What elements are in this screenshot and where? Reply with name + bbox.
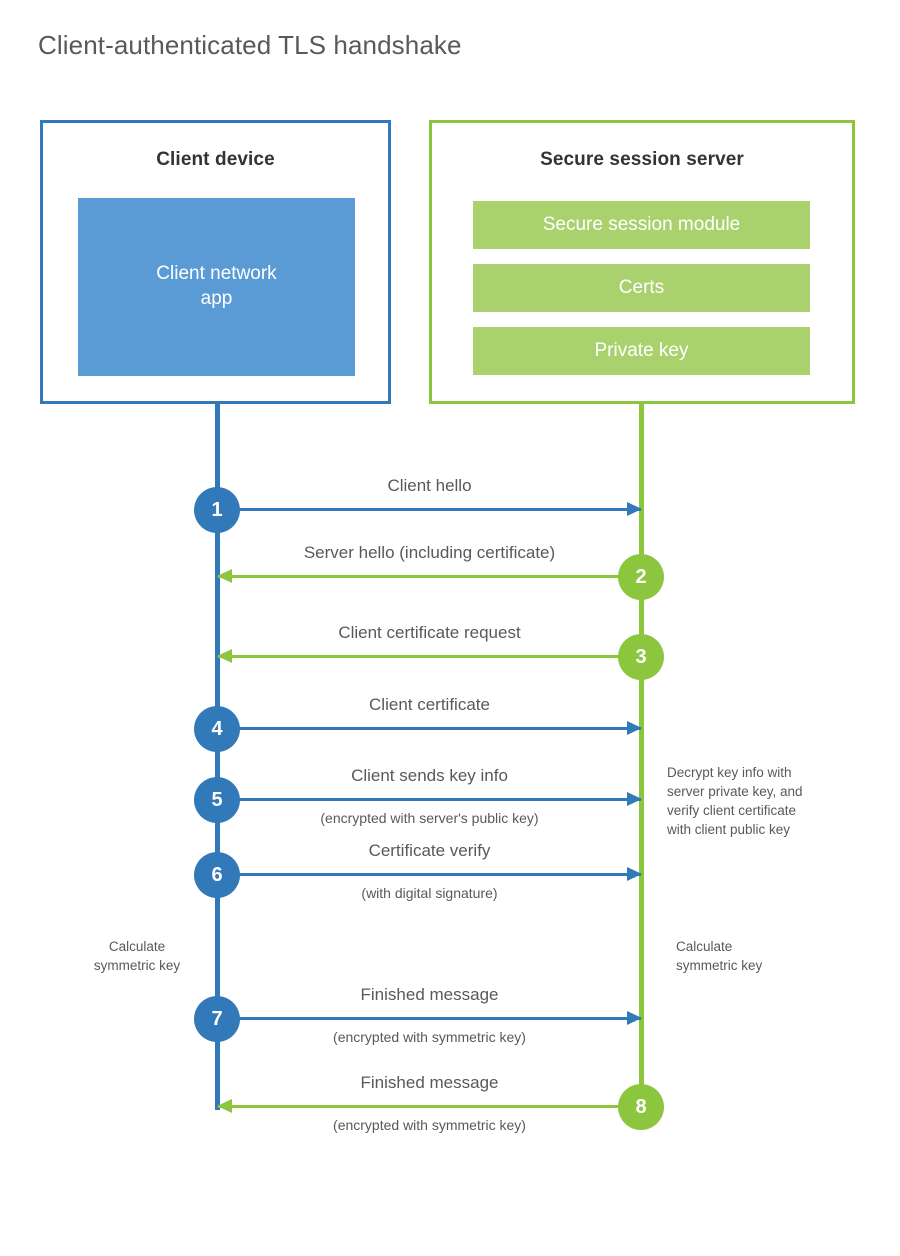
- server-decrypt-note: Decrypt key info with server private key…: [667, 763, 857, 840]
- secure-session-server-box: Secure session server Secure session mod…: [429, 120, 855, 404]
- server-component-private-key: Private key: [473, 327, 810, 375]
- message-label: Server hello (including certificate): [303, 543, 556, 562]
- client-app-label-line2: app: [200, 288, 233, 309]
- message-arrow-line: [218, 1017, 641, 1020]
- message-sublabel: (encrypted with server's public key): [320, 810, 539, 826]
- message-label: Finished message: [360, 985, 499, 1004]
- server-component-label: Private key: [594, 340, 689, 361]
- client-device-box: Client device Client network app: [40, 120, 391, 404]
- server-calculate-symmetric-key-note: Calculate symmetric key: [676, 937, 836, 975]
- message-arrow-line: [218, 655, 641, 658]
- message-label: Client hello: [387, 476, 472, 495]
- message-arrow-line: [218, 727, 641, 730]
- arrow-head-left-icon: [217, 649, 232, 663]
- arrow-head-left-icon: [217, 569, 232, 583]
- client-calculate-symmetric-key-note: Calculate symmetric key: [63, 937, 211, 975]
- note-line: symmetric key: [93, 958, 181, 974]
- step-badge-3: 3: [618, 634, 664, 680]
- message-label: Certificate verify: [368, 841, 491, 860]
- step-badge-1: 1: [194, 487, 240, 533]
- step-number: 8: [635, 1095, 647, 1118]
- step-number: 7: [211, 1007, 223, 1030]
- arrow-head-right-icon: [627, 502, 642, 516]
- arrow-head-right-icon: [627, 1011, 642, 1025]
- arrow-head-right-icon: [627, 792, 642, 806]
- message-label: Client sends key info: [351, 766, 508, 785]
- message-arrow-line: [218, 798, 641, 801]
- message-label: Client certificate: [369, 695, 490, 714]
- step-badge-6: 6: [194, 852, 240, 898]
- arrow-head-left-icon: [217, 1099, 232, 1113]
- message-arrow-line: [218, 575, 641, 578]
- step-badge-8: 8: [618, 1084, 664, 1130]
- message-label: Finished message: [360, 1073, 499, 1092]
- note-line: Calculate: [108, 939, 166, 954]
- client-network-app-block: Client network app: [78, 198, 355, 376]
- server-component-secure-session-module: Secure session module: [473, 201, 810, 249]
- step-number: 1: [211, 498, 223, 521]
- step-number: 5: [211, 788, 223, 811]
- step-badge-7: 7: [194, 996, 240, 1042]
- message-label: Client certificate request: [338, 623, 521, 642]
- page-title: Client-authenticated TLS handshake: [38, 30, 462, 60]
- step-badge-4: 4: [194, 706, 240, 752]
- step-number: 6: [211, 863, 223, 886]
- arrow-head-right-icon: [627, 721, 642, 735]
- message-arrow-line: [218, 508, 641, 511]
- step-badge-5: 5: [194, 777, 240, 823]
- arrow-head-right-icon: [627, 867, 642, 881]
- note-line: verify client certificate: [667, 803, 797, 819]
- step-badge-2: 2: [618, 554, 664, 600]
- message-arrow-line: [218, 873, 641, 876]
- note-line: with client public key: [667, 822, 791, 838]
- step-number: 2: [635, 565, 647, 588]
- note-line: server private key, and: [667, 784, 803, 800]
- message-sublabel: (encrypted with symmetric key): [333, 1117, 526, 1133]
- secure-session-server-title: Secure session server: [540, 149, 744, 170]
- step-number: 3: [635, 645, 647, 668]
- server-component-label: Secure session module: [542, 214, 741, 235]
- message-sublabel: (with digital signature): [361, 885, 498, 901]
- client-app-label-line1: Client network: [156, 263, 277, 285]
- note-line: Calculate: [676, 939, 733, 954]
- message-arrow-line: [218, 1105, 641, 1108]
- message-sublabel: (encrypted with symmetric key): [333, 1029, 526, 1045]
- client-lifeline: [215, 404, 220, 1110]
- step-number: 4: [211, 717, 223, 740]
- server-component-label: Certs: [618, 277, 665, 298]
- server-component-certs: Certs: [473, 264, 810, 312]
- client-device-title: Client device: [156, 149, 275, 170]
- note-line: Decrypt key info with: [667, 765, 792, 780]
- note-line: symmetric key: [676, 958, 763, 974]
- server-lifeline: [639, 404, 644, 1106]
